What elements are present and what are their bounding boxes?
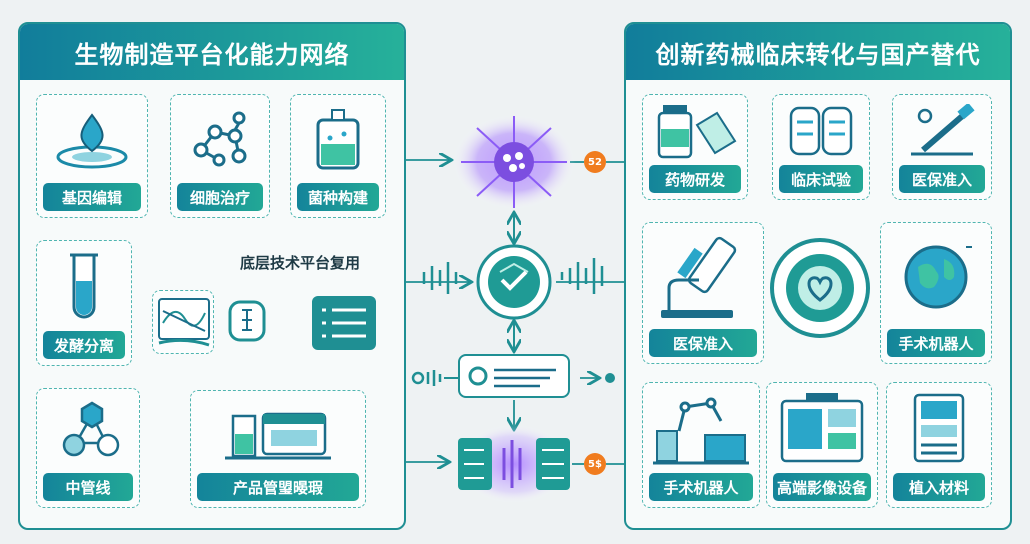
node-label: 产品管琞暥瑕 xyxy=(197,473,359,501)
list-icon xyxy=(468,366,556,388)
left-panel-title: 生物制造平台化能力网络 xyxy=(20,24,404,80)
node-label: 细胞治疗 xyxy=(177,183,263,211)
node-label: 菌种构建 xyxy=(297,183,379,211)
node-label: 手术机器人 xyxy=(887,329,985,357)
flow-chart-icon xyxy=(158,298,210,347)
right-panel-title: 创新药械临床转化与国产替代 xyxy=(626,24,1010,80)
shared-platform-label: 底层技术平台复用 xyxy=(240,254,361,272)
node-insurance-top[interactable]: 医保准入 xyxy=(892,94,992,200)
node-product-management[interactable]: 产品管琞暥瑕 xyxy=(190,390,366,508)
capsule-icon xyxy=(789,106,853,156)
imaging-device-icon xyxy=(780,393,864,463)
badge-top: 52 xyxy=(584,151,606,173)
node-clinical-trial[interactable]: 临床试验 xyxy=(772,94,870,200)
node-fermentation[interactable]: 发酵分离 xyxy=(36,240,132,366)
node-label: 医保准入 xyxy=(649,329,757,357)
robot-arm-icon xyxy=(653,397,749,465)
sound-wave-icon xyxy=(422,262,458,294)
chip-icon[interactable] xyxy=(454,424,574,504)
globe-icon xyxy=(904,245,972,309)
node-drug-rd[interactable]: 药物研发 xyxy=(642,94,748,200)
node-high-end-imaging[interactable]: 高端影像设备 xyxy=(766,382,878,508)
connector-dots-icon xyxy=(411,370,458,386)
heart-hub-icon[interactable] xyxy=(768,236,872,340)
water-drop-icon xyxy=(56,113,128,169)
node-pipeline[interactable]: 中管线 xyxy=(36,388,140,508)
node-surgical-robot-mid[interactable]: 手术机器人 xyxy=(880,222,992,364)
node-label: 基因编辑 xyxy=(43,183,141,211)
capsule-chip-icon xyxy=(228,300,266,342)
node-label: 药物研发 xyxy=(649,165,741,193)
node-cell-therapy[interactable]: 细胞治疗 xyxy=(170,94,270,218)
hexagon-network-icon xyxy=(62,401,120,457)
node-label: 手术机器人 xyxy=(649,473,753,501)
pipette-icon xyxy=(911,104,975,156)
search-bar-widget[interactable] xyxy=(458,354,570,398)
implant-machine-icon xyxy=(913,393,965,463)
node-label: 发酵分离 xyxy=(43,331,125,359)
sound-wave-icon xyxy=(560,258,604,294)
node-strain-construction[interactable]: 菌种构建 xyxy=(290,94,386,218)
list-panel-icon xyxy=(312,296,376,350)
medicine-bottle-icon xyxy=(657,105,737,159)
node-insurance-mid[interactable]: 医保准入 xyxy=(642,222,764,364)
node-gene-editing[interactable]: 基因编辑 xyxy=(36,94,148,218)
node-label: 临床试验 xyxy=(779,165,863,193)
molecule-icon xyxy=(193,111,247,167)
node-surgical-robot-bottom[interactable]: 手术机器人 xyxy=(642,382,760,508)
flask-icon xyxy=(316,109,360,170)
lab-bench-icon xyxy=(225,412,331,460)
node-implant-materials[interactable]: 植入材料 xyxy=(886,382,992,508)
check-hub-icon[interactable] xyxy=(474,242,554,322)
node-label: 植入材料 xyxy=(893,473,985,501)
node-label: 高端影像设备 xyxy=(773,473,871,501)
node-label: 中管线 xyxy=(43,473,133,501)
microscope-icon xyxy=(661,236,737,318)
test-tube-icon xyxy=(70,253,98,319)
burst-icon[interactable] xyxy=(449,112,579,212)
dot-icon xyxy=(605,373,615,383)
node-label: 医保准入 xyxy=(899,165,985,193)
node-process-chart[interactable] xyxy=(152,290,214,354)
badge-bottom: 5$ xyxy=(584,453,606,475)
